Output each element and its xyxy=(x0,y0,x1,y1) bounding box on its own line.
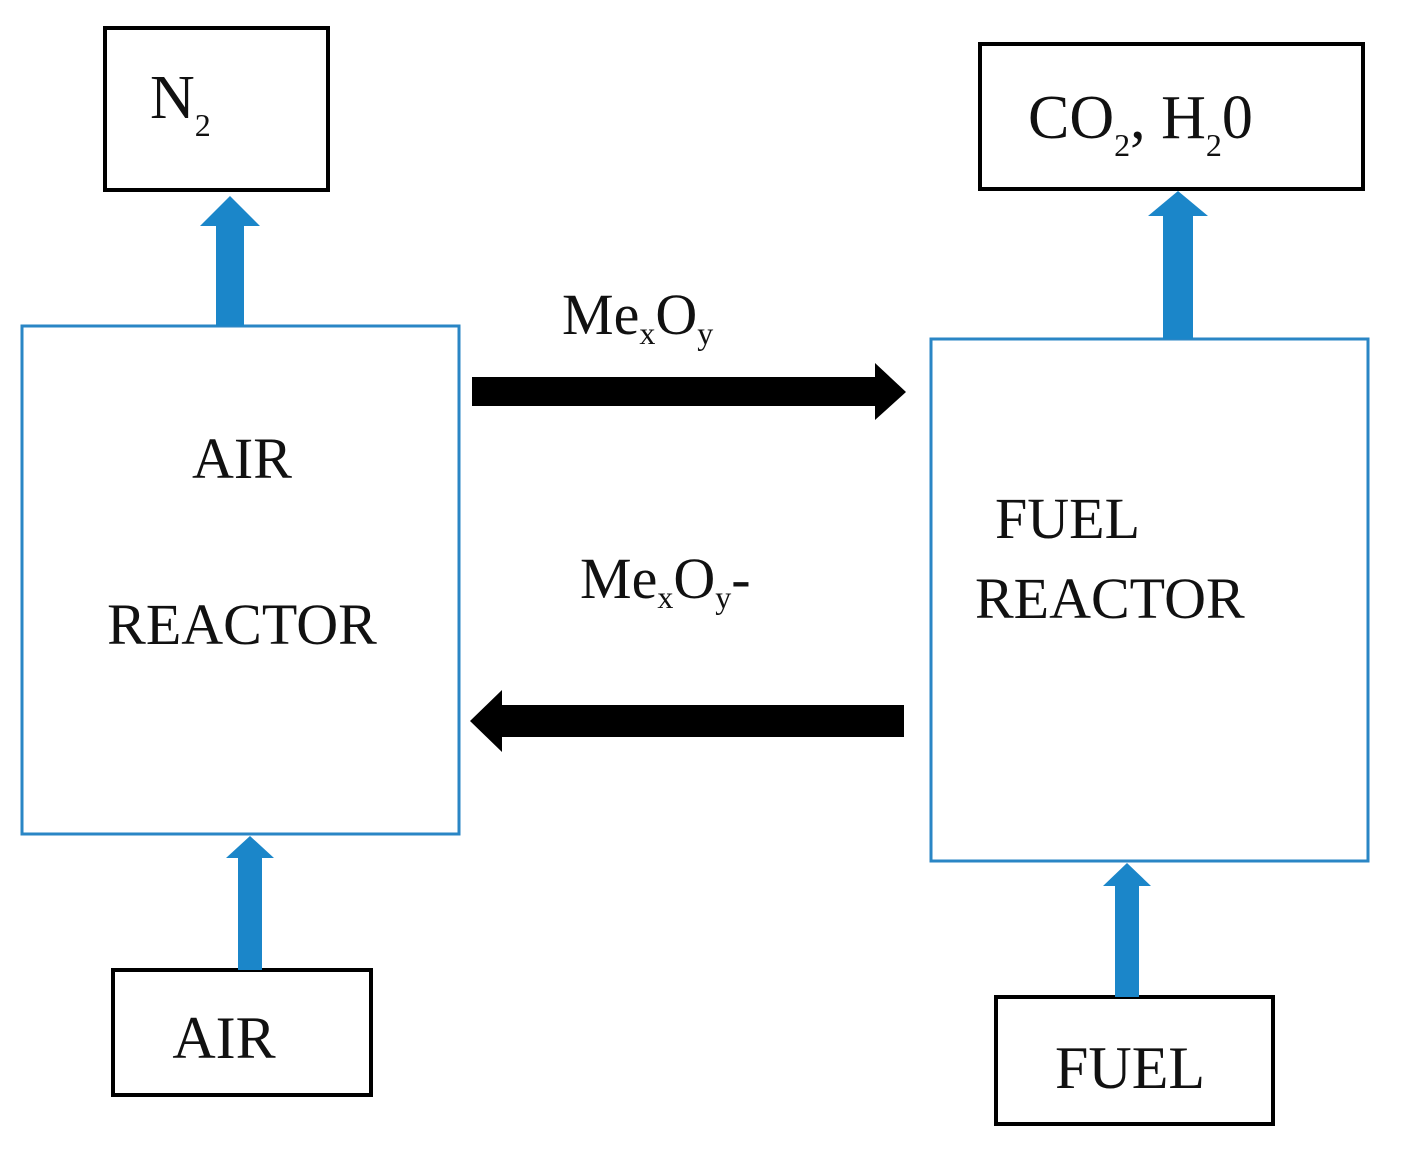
air-input-label: AIR xyxy=(172,1005,275,1071)
reduced-carrier-arrow-icon xyxy=(470,690,904,752)
reduced-carrier-label: MexOy- xyxy=(580,546,751,615)
fuel-input-box xyxy=(994,995,1275,1126)
fuel-reactor-line1: FUEL xyxy=(995,486,1140,551)
oxidized-carrier-arrow-icon xyxy=(472,363,906,420)
fuel-input-label: FUEL xyxy=(1055,1035,1205,1101)
nitrogen-exhaust-arrow-icon xyxy=(200,196,260,326)
products-exhaust-arrow-icon xyxy=(1148,191,1208,339)
air-input-box xyxy=(111,968,373,1097)
nitrogen-label: N2 xyxy=(150,64,211,143)
fuel-feed-arrow-icon xyxy=(1103,863,1151,997)
air-reactor-box xyxy=(20,324,461,836)
nitrogen-output-box xyxy=(103,26,330,192)
products-label: CO2, H20 xyxy=(1028,84,1253,163)
air-reactor-line2: REACTOR xyxy=(107,592,377,657)
fuel-reactor-box xyxy=(929,337,1370,863)
products-output-box xyxy=(978,42,1365,191)
air-feed-arrow-icon xyxy=(226,836,274,970)
air-reactor-line1: AIR xyxy=(192,426,292,491)
fuel-reactor-line2: REACTOR xyxy=(975,566,1245,631)
oxidized-carrier-label: MexOy xyxy=(562,282,713,351)
